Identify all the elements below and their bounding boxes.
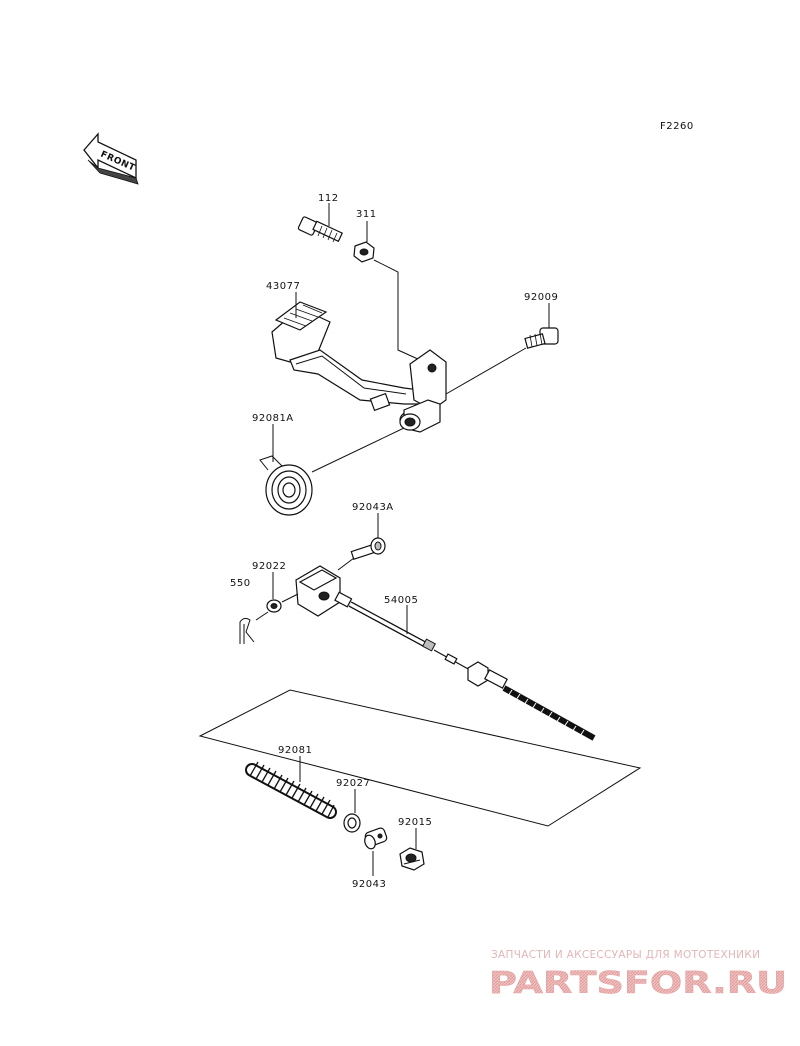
pin-92043 xyxy=(364,827,388,850)
watermark-logo: PARTSFOR.RU xyxy=(489,966,787,999)
nut-311 xyxy=(353,241,375,263)
front-arrow-icon: FRONT xyxy=(83,132,139,185)
pin-92043A xyxy=(350,537,386,560)
part-label-92081: 92081 xyxy=(278,745,312,756)
washer-92022 xyxy=(266,599,282,613)
kit-outline xyxy=(198,689,642,827)
part-label-92009: 92009 xyxy=(524,292,558,303)
part-label-92015: 92015 xyxy=(398,817,432,828)
figure-code: F2260 xyxy=(660,121,694,132)
part-label-43077: 43077 xyxy=(266,281,300,292)
svg-text:PARTSFOR.RU: PARTSFOR.RU xyxy=(489,966,787,999)
collar-92027 xyxy=(343,813,361,833)
part-label-92043: 92043 xyxy=(352,879,386,890)
part-label-92027: 92027 xyxy=(336,778,370,789)
part-label-92081A: 92081A xyxy=(252,413,294,424)
watermark-tagline: ЗАПЧАСТИ И АКСЕССУАРЫ ДЛЯ МОТОТЕХНИКИ xyxy=(491,949,761,961)
brake-cable-54005 xyxy=(295,565,596,741)
cotter-pin-550 xyxy=(239,617,255,644)
part-label-112: 112 xyxy=(318,193,339,204)
bolt-92009 xyxy=(524,327,559,349)
bolt-112 xyxy=(297,216,343,243)
part-label-92022: 92022 xyxy=(252,561,286,572)
torsion-spring-92081A xyxy=(259,455,313,516)
part-label-550: 550 xyxy=(230,578,251,589)
part-label-311: 311 xyxy=(356,209,377,220)
coil-spring-92081 xyxy=(245,761,337,819)
nut-92015 xyxy=(399,847,425,871)
part-label-54005: 54005 xyxy=(384,595,418,606)
brake-pedal-43077 xyxy=(271,301,447,433)
part-label-92043A: 92043A xyxy=(352,502,394,513)
